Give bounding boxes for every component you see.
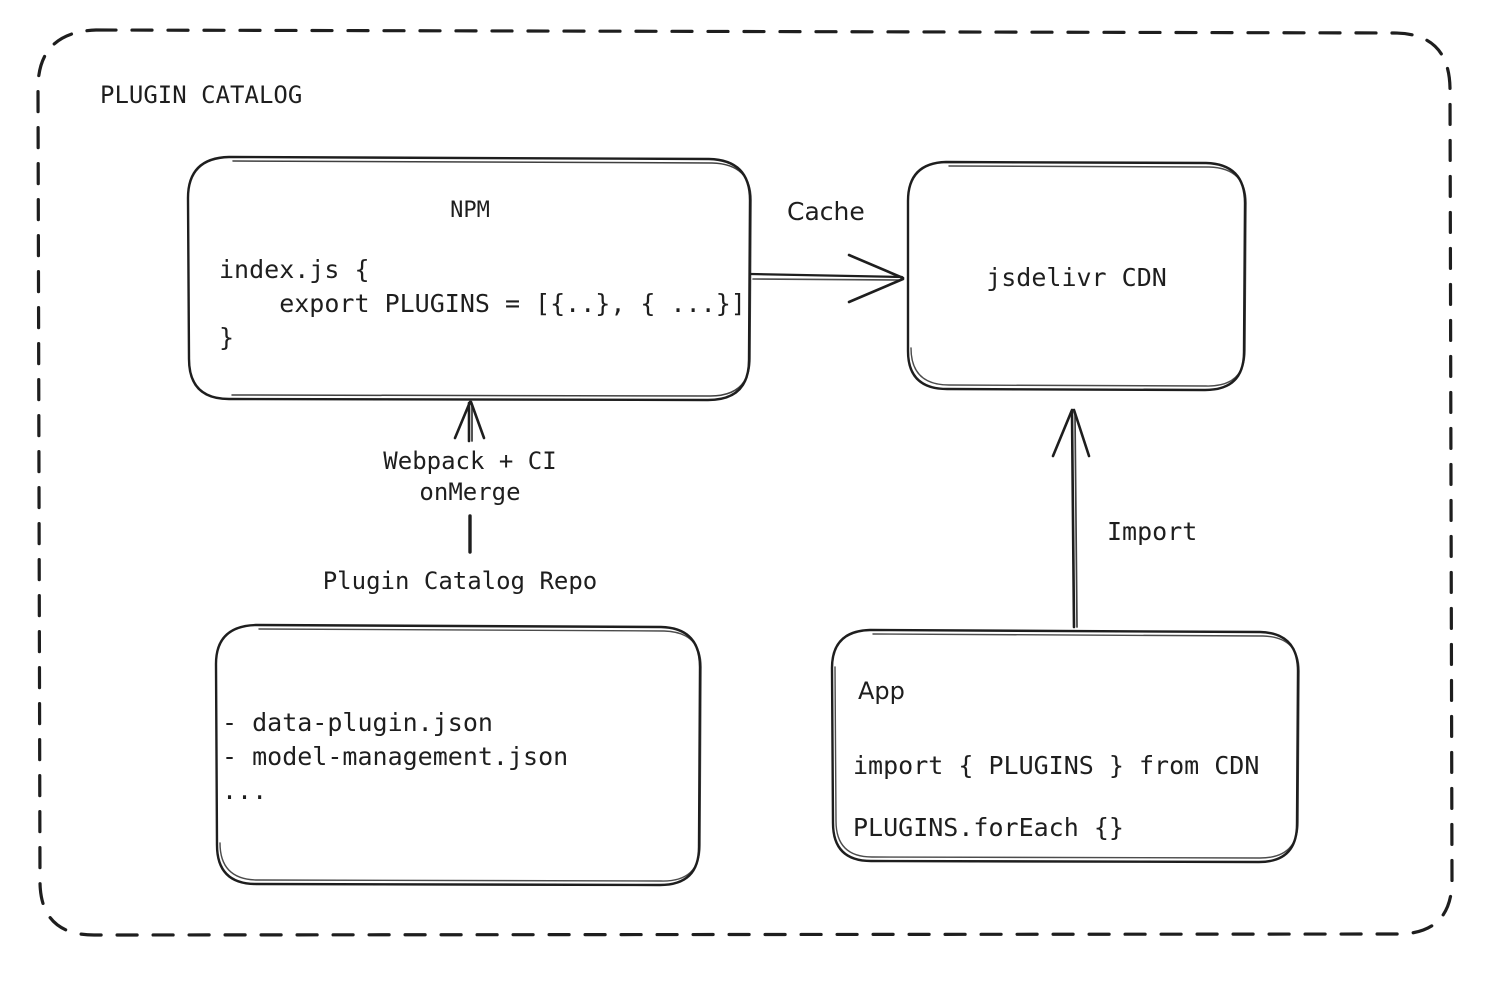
npm-node-title: NPM bbox=[450, 198, 490, 223]
npm-code-line-1: index.js { bbox=[219, 255, 370, 284]
edge-label-cache: Cache bbox=[787, 197, 865, 226]
edge-label-webpack-ci: Webpack + CI onMerge bbox=[310, 446, 630, 508]
repo-node-items: - data-plugin.json - model-management.js… bbox=[222, 706, 568, 808]
edge-npm-to-cdn-arrow bbox=[749, 253, 905, 304]
cdn-node-title: jsdelivr CDN bbox=[986, 263, 1167, 292]
repo-item-2: - model-management.json bbox=[222, 742, 569, 771]
npm-code-line-2: export PLUGINS = [{..}, { ...}] bbox=[219, 289, 746, 318]
edge-label-webpack-line-2: onMerge bbox=[419, 478, 521, 506]
app-code-line-1: import { PLUGINS } from CDN bbox=[853, 751, 1260, 780]
edge-label-import: Import bbox=[1107, 517, 1198, 546]
npm-node-code: index.js { export PLUGINS = [{..}, { ...… bbox=[219, 253, 746, 355]
npm-code-line-3: } bbox=[219, 323, 235, 352]
repo-node-label: Plugin Catalog Repo bbox=[322, 567, 598, 595]
edge-app-to-cdn-arrow bbox=[1051, 408, 1091, 629]
app-code-line-2: PLUGINS.forEach {} bbox=[853, 813, 1124, 842]
app-node-code: import { PLUGINS } from CDN PLUGINS.forE… bbox=[853, 735, 1259, 859]
plugin-catalog-title: PLUGIN CATALOG bbox=[100, 81, 303, 109]
repo-item-1: - data-plugin.json bbox=[222, 708, 493, 737]
repo-item-3: ... bbox=[222, 776, 268, 805]
edge-label-webpack-line-1: Webpack + CI bbox=[383, 447, 557, 475]
app-node-title: App bbox=[858, 677, 905, 705]
